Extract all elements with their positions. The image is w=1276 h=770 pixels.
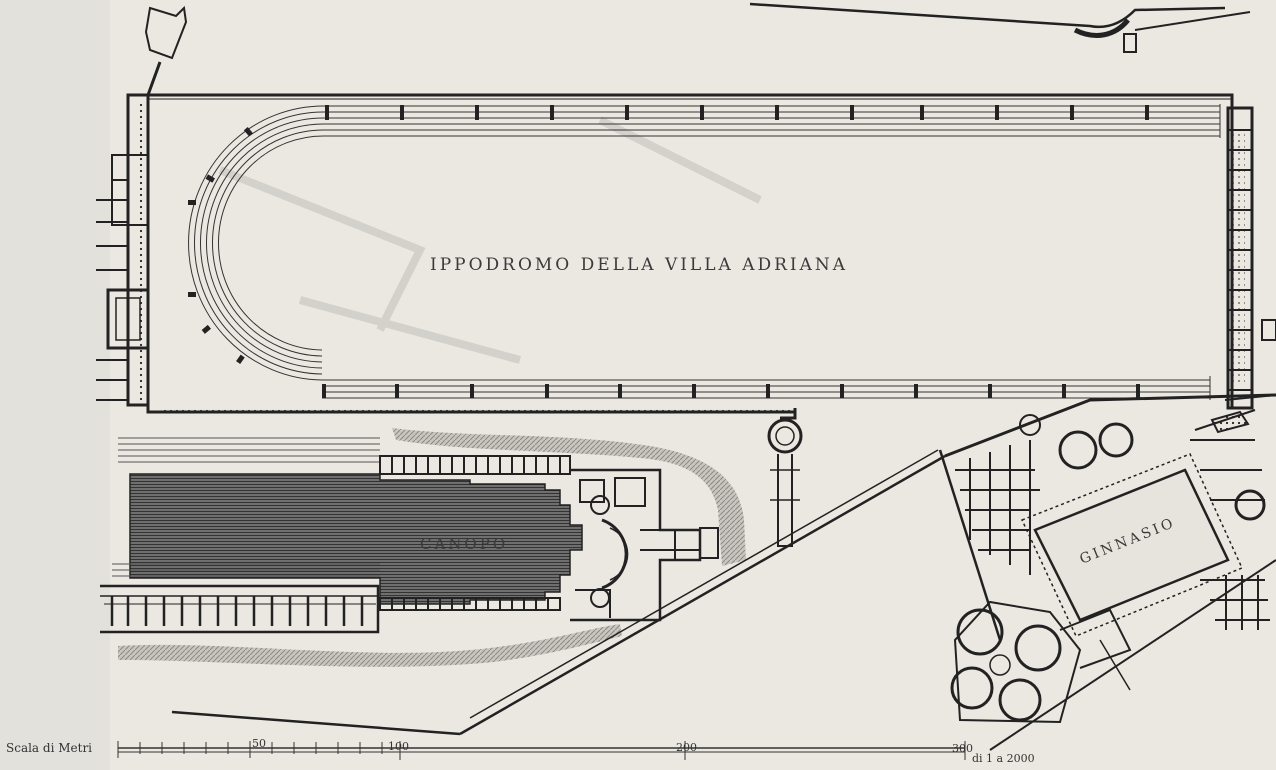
scale-tick-50: 50 [252, 737, 266, 750]
gymnasium-dome-north-3 [1234, 489, 1266, 521]
canopus-hillside-south [118, 624, 622, 667]
scale-caption: Scala di Metri [6, 741, 92, 755]
faint-ghost-lines [218, 116, 762, 364]
track-dividers-south [322, 384, 1140, 398]
diagonal-road [171, 449, 1276, 751]
gymnasium-dome-small [1019, 414, 1041, 436]
hippodrome-south-colonnade [160, 408, 792, 414]
scale-tick-300: 300 [952, 742, 973, 755]
gymnasium-dome-north-1 [1058, 430, 1098, 470]
scale-tick-100: 100 [388, 740, 409, 753]
canopus-north-portico [118, 437, 571, 475]
hippodrome-west-colonnade [140, 104, 146, 404]
canopus: CANOPO [100, 408, 803, 667]
hippodrome-west-rooms [96, 5, 188, 407]
track-dividers-north [325, 105, 1149, 120]
gymnasium-court [1033, 468, 1230, 622]
scale-bar: Scala di Metri 50 100 200 300 di 1 a 200… [6, 737, 1035, 765]
scale-ratio: di 1 a 2000 [972, 752, 1035, 765]
paper-shading-left [0, 0, 110, 770]
canopus-round-tower [767, 408, 803, 547]
canopus-south-portico [100, 563, 561, 634]
hippodrome: IPPODROMO DELLA VILLA ADRIANA [96, 5, 1276, 414]
gymnasium-colonnade [1020, 453, 1244, 637]
gymnasium-dome-north-2 [1098, 422, 1134, 458]
canopus-basin [129, 473, 583, 605]
road-north [749, 2, 1251, 53]
hippodrome-label: IPPODROMO DELLA VILLA ADRIANA [430, 255, 848, 275]
track-dividers-curve [188, 127, 253, 364]
canopus-hillside-north [392, 428, 746, 566]
gymnasium-thermal-baths [950, 600, 1132, 724]
scale-tick-200: 200 [676, 741, 697, 754]
gymnasium: GINNASIO [938, 393, 1276, 724]
hippodrome-east-rooms [1226, 106, 1276, 410]
canopus-label: CANOPO [420, 535, 508, 553]
